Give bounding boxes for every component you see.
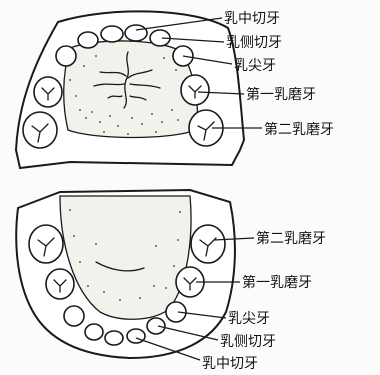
label-upper-canine: 乳尖牙 xyxy=(234,58,276,74)
label-lower-second-molar: 第二乳磨牙 xyxy=(256,230,326,247)
label-lower-central-incisor: 乳中切牙 xyxy=(202,356,258,372)
lower-canine-left xyxy=(166,302,186,322)
lower-central-incisor-right xyxy=(105,331,123,345)
upper-first-molar-left xyxy=(181,75,209,105)
label-upper-second-molar: 第二乳磨牙 xyxy=(264,121,334,138)
upper-lateral-incisor-right xyxy=(78,32,98,48)
lower-second-molar-right xyxy=(29,225,63,263)
upper-first-molar-right xyxy=(34,77,62,107)
lower-central-incisor-left xyxy=(127,329,145,343)
lower-second-molar-left xyxy=(191,225,225,263)
lower-canine-right xyxy=(64,306,84,326)
lower-jaw xyxy=(16,190,235,358)
lower-lateral-incisor-left xyxy=(147,318,165,334)
label-upper-lateral-incisor: 乳侧切牙 xyxy=(226,35,282,51)
label-lower-first-molar: 第一乳磨牙 xyxy=(242,274,312,291)
label-upper-first-molar: 第一乳磨牙 xyxy=(246,86,316,103)
upper-canine-right xyxy=(56,46,76,66)
label-lower-lateral-incisor: 乳侧切牙 xyxy=(220,334,276,350)
upper-central-incisor-left xyxy=(125,25,147,41)
lower-first-molar-right xyxy=(46,269,74,299)
upper-jaw xyxy=(16,11,244,168)
label-lower-canine: 乳尖牙 xyxy=(228,311,270,327)
label-upper-central-incisor: 乳中切牙 xyxy=(224,11,280,27)
lower-lateral-incisor-right xyxy=(85,324,103,340)
upper-central-incisor-right xyxy=(101,26,123,42)
upper-second-molar-right xyxy=(23,112,57,148)
